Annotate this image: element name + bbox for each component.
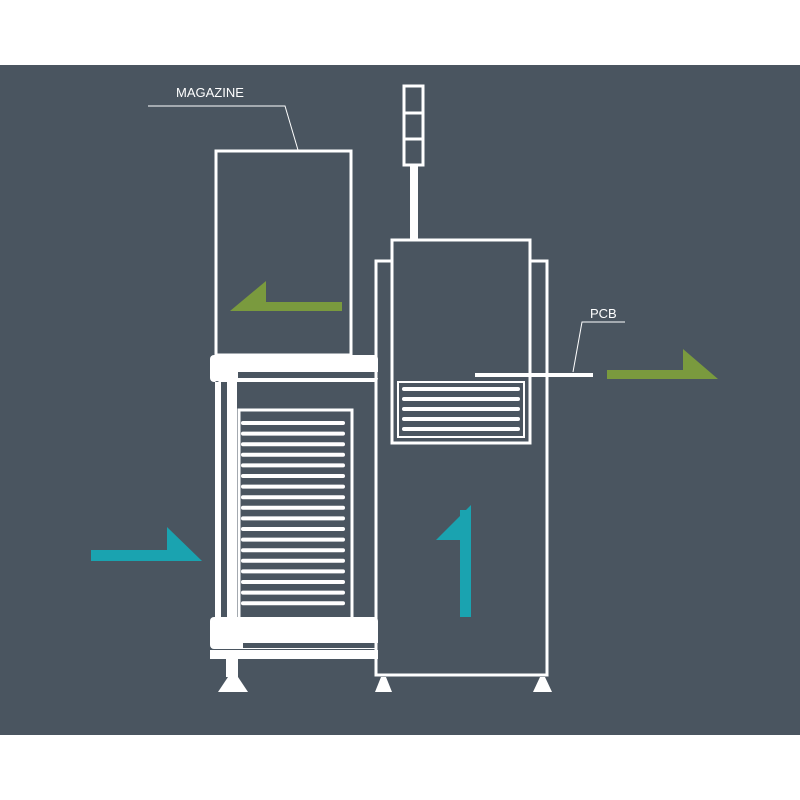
pcb-label: PCB	[590, 306, 617, 321]
slat	[241, 537, 345, 542]
slat	[402, 397, 520, 401]
slat	[241, 505, 345, 510]
slat	[402, 417, 520, 421]
slat	[241, 601, 345, 606]
slat	[402, 407, 520, 411]
slat	[241, 548, 345, 553]
magazine-label: MAGAZINE	[176, 85, 244, 100]
slat	[241, 558, 345, 563]
slat	[241, 421, 345, 425]
signal-tower-icon	[402, 84, 425, 240]
pcb-leader-line	[572, 321, 625, 373]
slat	[402, 387, 520, 391]
magazine-leader-line	[148, 105, 299, 151]
slat	[241, 484, 345, 489]
magazine-slats	[241, 421, 345, 606]
slat	[241, 516, 345, 521]
slat	[241, 580, 345, 584]
slat	[241, 474, 345, 478]
magazine-rack-frame	[210, 355, 378, 692]
slat	[241, 527, 345, 531]
slat	[241, 590, 345, 595]
slat	[241, 442, 345, 447]
slat	[241, 495, 345, 500]
slat	[241, 569, 345, 574]
slat	[241, 431, 345, 436]
machine-slats	[402, 387, 520, 431]
slat	[241, 452, 345, 457]
slat	[241, 463, 345, 468]
right-arrow-icon	[607, 349, 718, 379]
left-arrow-icon	[230, 281, 342, 311]
pcb-board	[475, 373, 593, 377]
in-arrow-icon	[91, 527, 202, 561]
up-arrow-icon	[436, 505, 471, 617]
slat	[402, 427, 520, 431]
